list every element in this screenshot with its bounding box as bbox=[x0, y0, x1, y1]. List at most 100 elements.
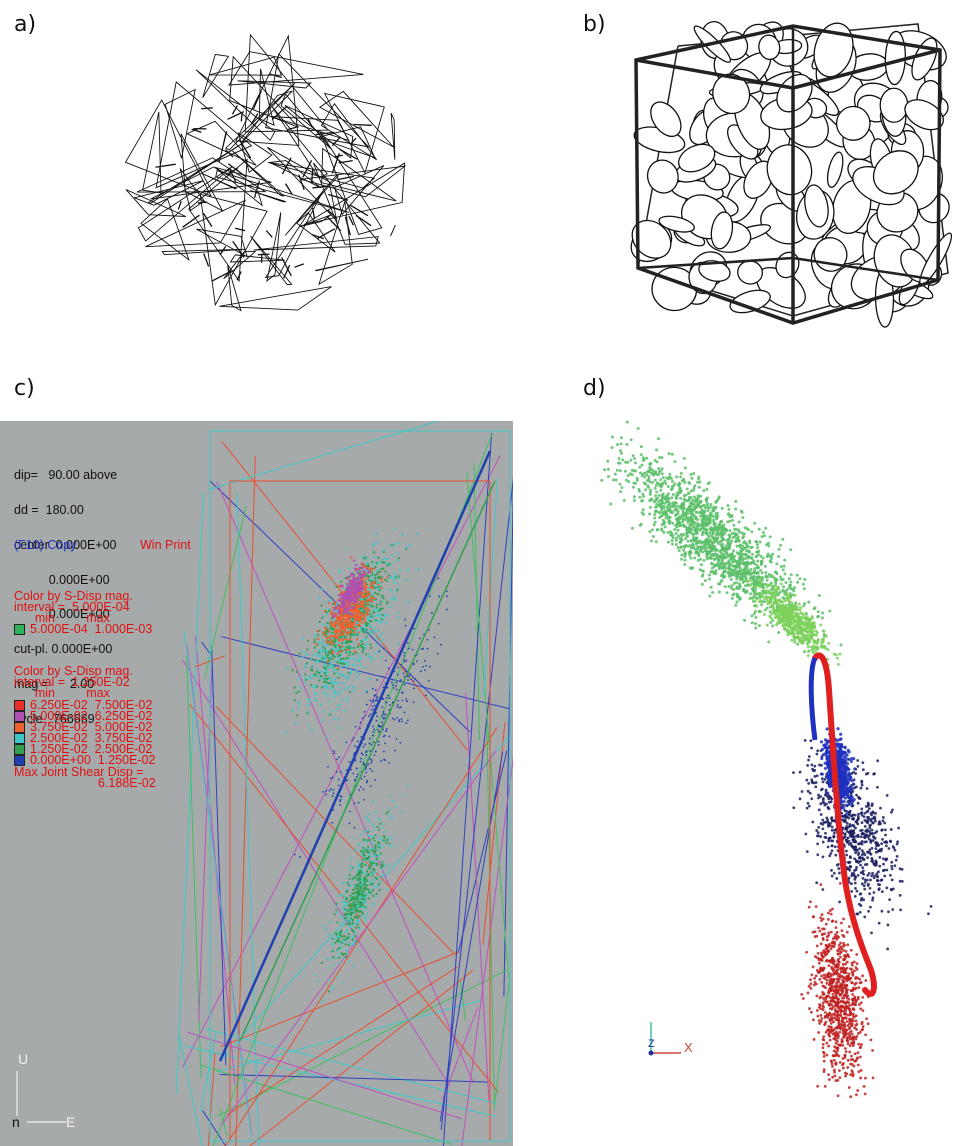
displacement-point bbox=[410, 678, 413, 681]
displacement-point bbox=[330, 638, 333, 642]
displacement-point bbox=[349, 672, 352, 676]
displacement-point bbox=[356, 576, 360, 579]
displacement-point bbox=[305, 662, 308, 665]
particle bbox=[671, 501, 675, 505]
displacement-point bbox=[388, 614, 391, 617]
particle bbox=[821, 637, 825, 641]
displacement-point bbox=[346, 890, 349, 893]
displacement-point bbox=[332, 964, 335, 967]
displacement-point bbox=[375, 862, 379, 865]
particle bbox=[675, 475, 679, 479]
displacement-point bbox=[416, 532, 419, 535]
displacement-point bbox=[396, 611, 399, 614]
displacement-point bbox=[382, 597, 385, 600]
displacement-point bbox=[305, 653, 308, 657]
wireframe-edge bbox=[183, 630, 253, 1140]
displacement-point bbox=[322, 646, 325, 649]
displacement-point bbox=[349, 640, 352, 643]
displacement-point bbox=[334, 620, 337, 624]
particle bbox=[678, 496, 682, 500]
particle bbox=[796, 580, 800, 584]
displacement-point bbox=[386, 838, 389, 841]
fracture-trace bbox=[250, 113, 259, 125]
displacement-point bbox=[353, 802, 356, 805]
displacement-point bbox=[382, 567, 385, 570]
particle bbox=[693, 484, 697, 488]
displacement-point bbox=[379, 835, 382, 838]
displacement-point bbox=[359, 602, 362, 605]
displacement-point bbox=[333, 659, 337, 663]
particle bbox=[629, 458, 633, 462]
particle bbox=[720, 566, 724, 570]
displacement-point bbox=[377, 556, 380, 559]
particle bbox=[731, 593, 735, 597]
displacement-point bbox=[377, 885, 380, 888]
particle bbox=[732, 549, 736, 553]
fracture-trace bbox=[218, 450, 492, 1062]
displacement-point bbox=[350, 917, 353, 920]
particle bbox=[745, 590, 749, 594]
displacement-point bbox=[415, 660, 418, 663]
displacement-point bbox=[376, 569, 379, 572]
displacement-point bbox=[343, 611, 347, 614]
wireframe-edge bbox=[442, 432, 493, 1146]
displacement-point bbox=[347, 631, 351, 635]
particle bbox=[632, 495, 636, 499]
displacement-point bbox=[373, 872, 376, 875]
displacement-point bbox=[352, 573, 356, 576]
displacement-point bbox=[337, 704, 340, 707]
displacement-point bbox=[373, 728, 376, 731]
particle bbox=[677, 524, 681, 528]
particle bbox=[658, 511, 662, 515]
fracture-disc bbox=[904, 99, 944, 131]
displacement-point bbox=[351, 925, 354, 928]
displacement-point bbox=[305, 710, 308, 713]
particle bbox=[768, 610, 772, 614]
particle bbox=[737, 520, 741, 524]
displacement-point bbox=[329, 623, 332, 626]
displacement-point bbox=[377, 883, 381, 886]
particle bbox=[779, 543, 783, 547]
displacement-point bbox=[320, 638, 323, 641]
particle bbox=[671, 493, 675, 497]
particle bbox=[803, 616, 807, 620]
displacement-point bbox=[374, 846, 377, 850]
displacement-point bbox=[347, 932, 350, 936]
displacement-point bbox=[436, 652, 439, 655]
particle bbox=[743, 618, 747, 622]
displacement-point bbox=[331, 631, 334, 634]
displacement-point bbox=[371, 878, 374, 881]
displacement-point bbox=[324, 927, 327, 930]
fracture-trace bbox=[236, 271, 242, 281]
displacement-point bbox=[380, 558, 384, 561]
wireframe-edge bbox=[494, 975, 511, 1102]
displacement-point bbox=[364, 623, 368, 626]
displacement-point bbox=[356, 887, 360, 890]
fracture-disc bbox=[826, 151, 844, 188]
displacement-point bbox=[350, 857, 353, 860]
displacement-point bbox=[369, 835, 372, 838]
particle bbox=[754, 626, 758, 630]
displacement-point bbox=[387, 810, 390, 813]
displacement-point bbox=[346, 633, 349, 637]
wireframe-edge bbox=[216, 969, 508, 1117]
particle bbox=[676, 512, 680, 516]
displacement-point bbox=[378, 609, 381, 612]
displacement-point bbox=[337, 784, 340, 787]
displacement-point bbox=[329, 627, 332, 630]
displacement-point bbox=[380, 621, 383, 624]
displacement-point bbox=[336, 668, 339, 671]
fracture-trace bbox=[316, 228, 336, 240]
particle bbox=[671, 536, 675, 540]
displacement-point bbox=[381, 595, 384, 598]
displacement-point bbox=[331, 654, 334, 657]
particle bbox=[682, 456, 686, 460]
particle bbox=[637, 489, 641, 493]
particle bbox=[640, 511, 644, 515]
particle bbox=[745, 567, 749, 571]
displacement-point bbox=[397, 704, 399, 706]
particle bbox=[681, 506, 685, 510]
displacement-point bbox=[349, 624, 352, 627]
particle bbox=[777, 555, 781, 559]
particle bbox=[670, 452, 674, 456]
